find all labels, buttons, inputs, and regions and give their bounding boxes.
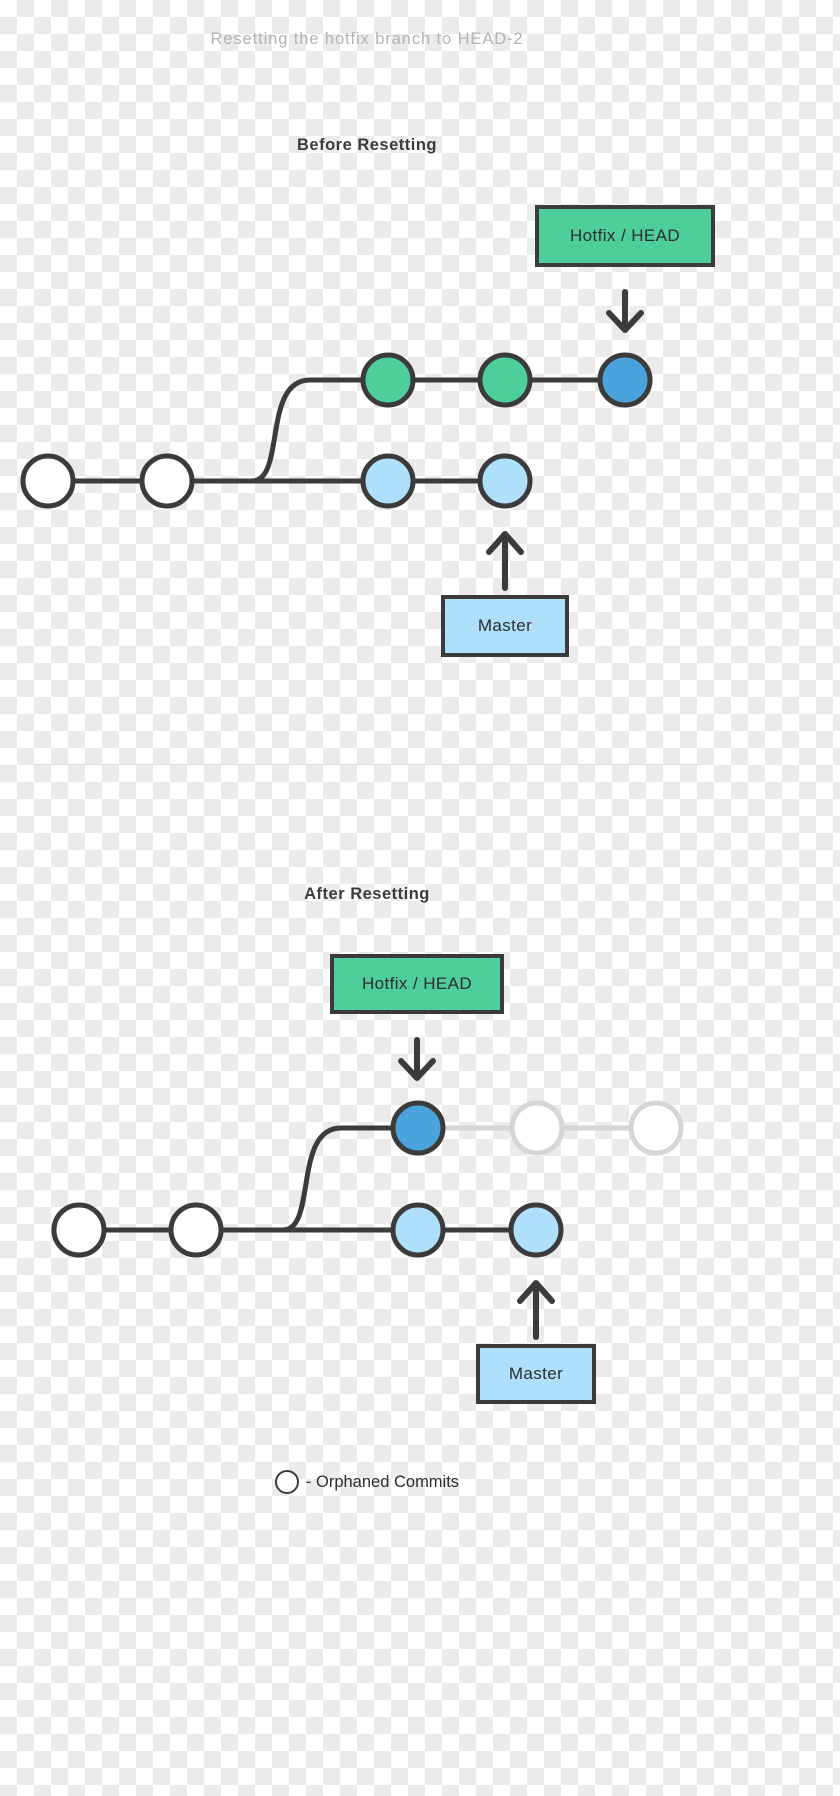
legend: - Orphaned Commits (0, 1470, 734, 1494)
after-master-label-box[interactable]: Master (476, 1344, 596, 1404)
before-master-label-box[interactable]: Master (441, 595, 569, 657)
before-branch-curve (249, 377, 391, 484)
before-master-commit-3 (360, 453, 416, 509)
before-master-arrow-up-icon (486, 531, 524, 591)
after-hotfix-head-label-box[interactable]: Hotfix / HEAD (330, 954, 504, 1014)
empty-circle-icon (274, 1470, 299, 1494)
after-master-arrow-up-icon (517, 1280, 555, 1340)
after-hotfix-arrow-down-icon (398, 1037, 436, 1081)
after-orphaned-commit-2 (628, 1100, 684, 1156)
after-branch-curve (280, 1125, 421, 1233)
before-master-label-text: Master (477, 616, 533, 635)
after-master-tip-commit (508, 1202, 564, 1258)
after-section-heading: After Resetting (304, 885, 430, 903)
before-hotfix-commit-1 (360, 352, 416, 408)
before-hotfix-head-label-box[interactable]: Hotfix / HEAD (535, 205, 715, 267)
legend-label: - Orphaned Commits (305, 1472, 460, 1491)
after-master-commit-2 (168, 1202, 224, 1258)
before-hotfix-head-label-text: Hotfix / HEAD (569, 226, 681, 245)
before-master-commit-1 (20, 453, 76, 509)
before-hotfix-commit-2 (477, 352, 533, 408)
after-master-commit-3 (390, 1202, 446, 1258)
section-divider (33, 764, 701, 765)
before-hotfix-arrow-down-icon (606, 289, 644, 333)
before-master-tip-commit (477, 453, 533, 509)
before-section-heading: Before Resetting (296, 136, 438, 154)
after-hotfix-head-label-text: Hotfix / HEAD (361, 974, 473, 993)
after-orphaned-commit-1 (509, 1100, 565, 1156)
page-title: Resetting the hotfix branch to HEAD-2 (210, 30, 524, 48)
after-hotfix-head-commit (390, 1100, 446, 1156)
after-master-label-text: Master (508, 1364, 564, 1383)
before-master-commit-2 (139, 453, 195, 509)
before-hotfix-head-commit (597, 352, 653, 408)
after-master-commit-1 (51, 1202, 107, 1258)
